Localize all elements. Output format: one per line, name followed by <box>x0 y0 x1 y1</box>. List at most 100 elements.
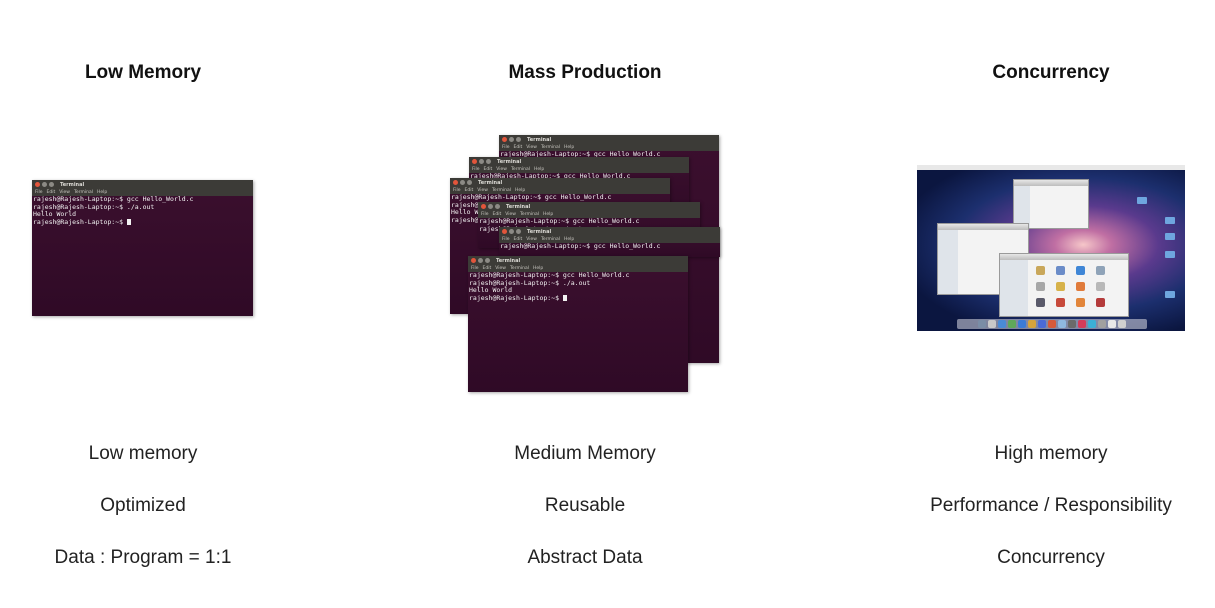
col2-line-2: Reusable <box>544 495 626 516</box>
maximize-icon <box>49 182 54 187</box>
app-icon <box>1056 266 1065 275</box>
desktop-menubar <box>917 165 1185 170</box>
minimize-icon <box>509 137 514 142</box>
cursor <box>126 218 131 225</box>
terminal-window: Terminal File Edit View Terminal Help ra… <box>32 180 253 316</box>
folder-icon <box>1137 197 1147 204</box>
terminal-line: Hello World <box>451 208 495 216</box>
app-icon <box>1056 282 1065 291</box>
terminal-titlebar: Terminal <box>450 178 670 187</box>
close-icon <box>35 182 40 187</box>
folder-icon <box>1165 217 1175 224</box>
close-icon <box>472 159 477 164</box>
desktop-screenshot <box>917 165 1185 331</box>
terminal-line: Hello World <box>469 286 513 294</box>
maximize-icon <box>485 258 490 263</box>
col2-line-3: Abstract Data <box>527 547 643 568</box>
app-icon <box>1096 298 1105 307</box>
terminal-titlebar: Terminal <box>499 135 719 144</box>
terminal-title: Terminal <box>497 158 522 165</box>
app-icon <box>1076 266 1085 275</box>
menu-edit: Edit <box>46 190 56 195</box>
terminal-line: rajesh@Rajesh-Laptop:~$ gcc Hello_World.… <box>500 150 661 158</box>
maximize-icon <box>516 137 521 142</box>
heading-low-memory: Low Memory <box>84 62 202 83</box>
dock <box>957 319 1147 329</box>
minimize-icon <box>42 182 47 187</box>
app-icon <box>1056 298 1065 307</box>
folder-icon <box>1165 251 1175 258</box>
terminal-line: Hello World <box>33 210 77 218</box>
terminal-titlebar: Terminal <box>32 180 253 189</box>
terminal-line: rajesh@Rajesh-Laptop:~$ gcc Hello_World.… <box>451 193 612 201</box>
folder-icon <box>1165 233 1175 240</box>
menu-view: View <box>59 190 70 195</box>
maximize-icon <box>486 159 491 164</box>
terminal-titlebar: Terminal <box>469 157 689 166</box>
app-icon <box>1036 282 1045 291</box>
minimize-icon <box>488 204 493 209</box>
close-icon <box>502 229 507 234</box>
terminal-line: rajesh@Rajesh-Laptop:~$ gcc Hello_World.… <box>470 172 631 180</box>
terminal-title: Terminal <box>496 257 521 264</box>
terminal-title: Terminal <box>60 181 85 188</box>
terminal-line: rajesh@Rajesh-Laptop:~$ ./a.out <box>33 202 155 211</box>
col3-line-3: Concurrency <box>997 547 1105 568</box>
col3-line-1: High memory <box>994 443 1108 464</box>
terminal-title: Terminal <box>527 228 552 235</box>
terminal-line: rajesh@Rajesh-Laptop:~$ ./a.out <box>469 278 591 287</box>
close-icon <box>502 137 507 142</box>
app-icon <box>1036 298 1045 307</box>
menu-help: Help <box>96 190 108 195</box>
terminal-line: rajesh@Rajesh-Laptop:~$ gcc Hello_World.… <box>479 217 640 225</box>
folder-icon <box>1165 291 1175 298</box>
app-icon <box>1096 282 1105 291</box>
terminal-titlebar: Terminal <box>478 202 700 211</box>
close-icon <box>481 204 486 209</box>
finder-window <box>999 253 1129 317</box>
col1-line-2: Optimized <box>100 495 186 516</box>
terminal-line: rajesh@Rajesh-Laptop:~$ <box>32 218 253 227</box>
minimize-icon <box>460 180 465 185</box>
heading-mass-production: Mass Production <box>508 62 662 83</box>
terminal-line: rajesh@Rajesh-Laptop:~$ gcc Hello_World.… <box>500 242 661 250</box>
terminal-titlebar: Terminal <box>468 256 688 265</box>
terminal-menubar: File Edit View Terminal Help <box>32 189 253 196</box>
terminal-line: rajesh@Rajesh-Laptop:~$ gcc Hello_World.… <box>33 195 194 203</box>
minimize-icon <box>478 258 483 263</box>
menu-file: File <box>35 190 43 195</box>
col1-line-3: Data : Program = 1:1 <box>54 547 232 568</box>
close-icon <box>453 180 458 185</box>
app-icon <box>1076 298 1085 307</box>
col3-line-2: Performance / Responsibility <box>930 495 1172 516</box>
app-icon <box>1076 282 1085 291</box>
terminal-title: Terminal <box>527 136 552 143</box>
close-icon <box>471 258 476 263</box>
app-icon <box>1096 266 1105 275</box>
menu-terminal: Terminal <box>73 190 93 195</box>
terminal-line: rajesh@Rajesh-Laptop:~$ gcc Hello_World.… <box>469 271 630 279</box>
minimize-icon <box>479 159 484 164</box>
minimize-icon <box>509 229 514 234</box>
terminal-title: Terminal <box>478 179 503 186</box>
finder-window <box>1013 179 1089 229</box>
maximize-icon <box>467 180 472 185</box>
maximize-icon <box>495 204 500 209</box>
terminal-line: rajesh@Rajesh-Laptop:~$ <box>468 294 688 303</box>
terminal-title: Terminal <box>506 203 531 210</box>
cursor <box>562 294 567 301</box>
app-icon <box>1036 266 1045 275</box>
col1-line-1: Low memory <box>88 443 198 464</box>
maximize-icon <box>516 229 521 234</box>
col2-line-1: Medium Memory <box>514 443 656 464</box>
heading-concurrency: Concurrency <box>992 62 1110 83</box>
terminal-titlebar: Terminal <box>499 227 720 236</box>
